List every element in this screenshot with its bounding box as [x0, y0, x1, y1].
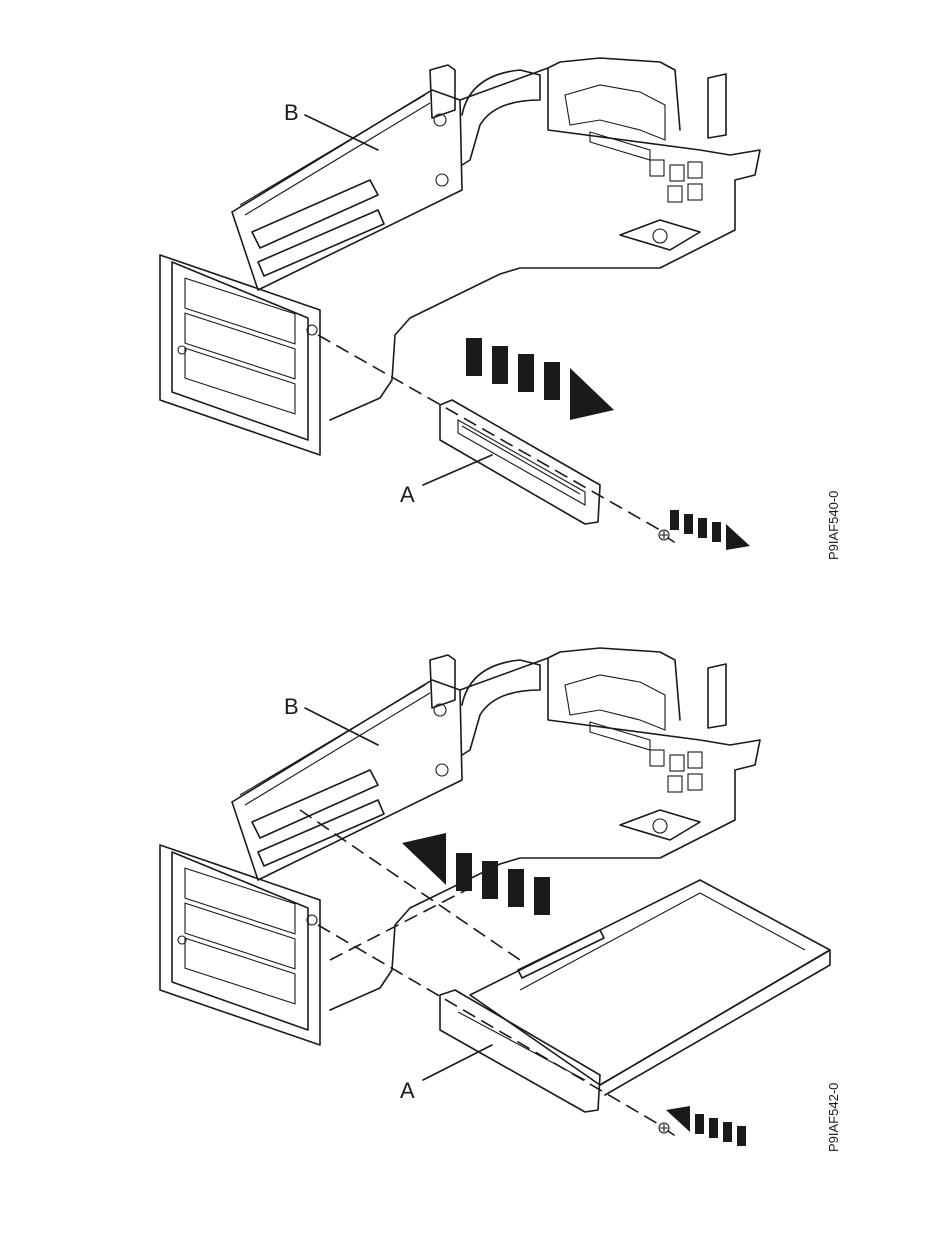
label-a: A [400, 1078, 415, 1103]
figure-id: P9IAF540-0 [826, 491, 841, 560]
riser-cage [160, 58, 760, 455]
pcie-adapter-a [440, 880, 830, 1112]
riser-cage [160, 648, 760, 1045]
figure-removal: B A P9IAF540-0 [160, 58, 841, 560]
alignment-line [330, 888, 470, 960]
label-b: B [284, 100, 299, 125]
screw-icon [659, 1123, 674, 1135]
label-a: A [400, 482, 415, 507]
figure-installation: B A P9IAF542-0 [160, 648, 841, 1152]
direction-arrow-icon [466, 338, 614, 420]
figure-id: P9IAF542-0 [826, 1083, 841, 1152]
leader-line-a [423, 455, 492, 485]
direction-arrow-icon [666, 1106, 746, 1146]
leader-line-a [423, 1045, 492, 1080]
leader-line-b [305, 708, 378, 745]
screw-icon [659, 530, 674, 542]
alignment-line [318, 925, 660, 1125]
label-b: B [284, 694, 299, 719]
direction-arrow-icon [670, 510, 750, 550]
alignment-line [318, 335, 660, 530]
direction-arrow-icon [402, 833, 550, 915]
